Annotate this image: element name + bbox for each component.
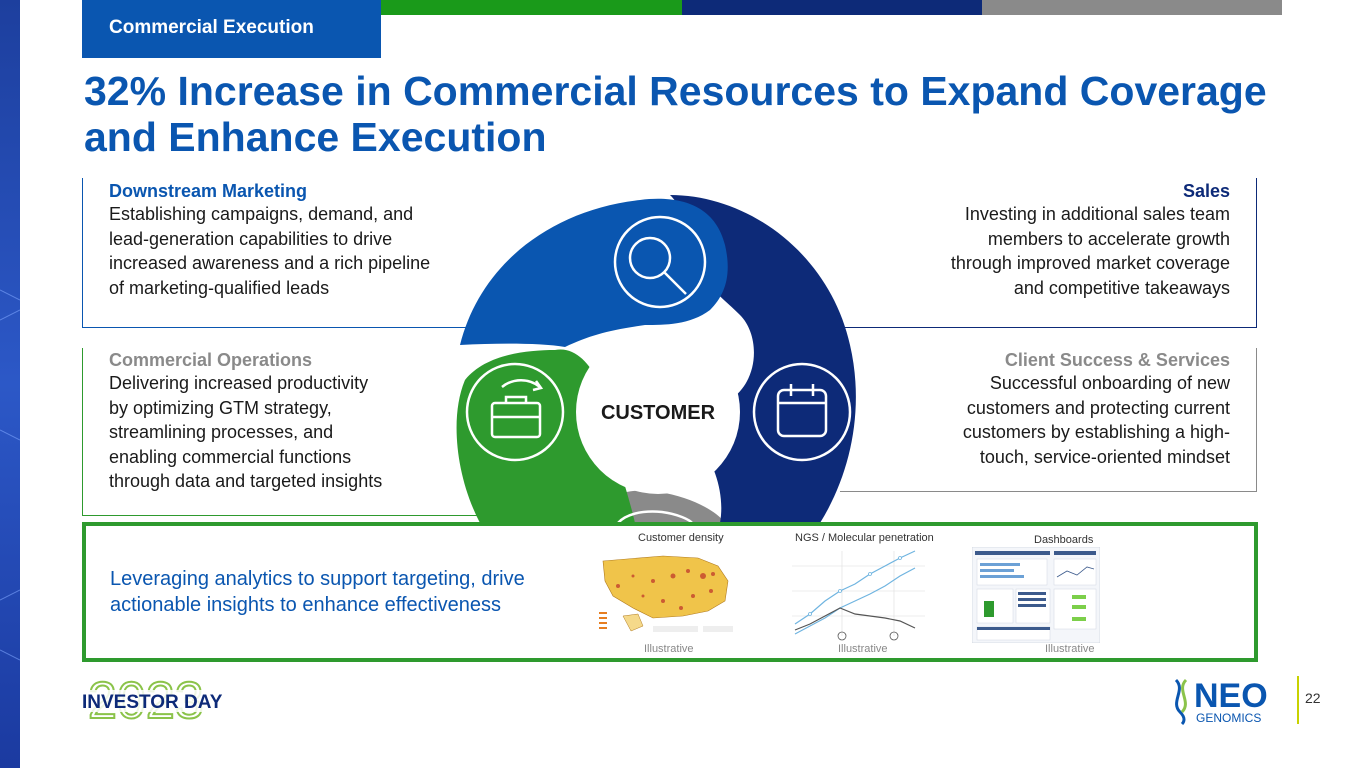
page-title-line2: and Enhance Execution <box>84 114 547 160</box>
commercial-operations-line: enabling commercial functions <box>109 446 352 467</box>
commercial-operations-text: Commercial Operations Delivering increas… <box>109 349 489 494</box>
magnifier-icon <box>613 215 707 309</box>
downstream-marketing-line: of marketing-qualified leads <box>109 277 330 298</box>
page-title: 32% Increase in Commercial Resources to … <box>84 68 1324 160</box>
investor-day-logo: 2023 INVESTOR DAY <box>82 671 223 728</box>
cycle-bottom-icon-arc <box>617 510 694 523</box>
neogenomics-logo: NEO GENOMICS <box>1174 677 1268 726</box>
customer-density-map <box>599 555 733 632</box>
stripe-navy <box>682 0 982 15</box>
client-success-line: customers and protecting current <box>966 397 1230 418</box>
sales-box <box>840 178 1257 328</box>
downstream-marketing-box <box>82 178 522 328</box>
analytics-text: Leveraging analytics to support targetin… <box>110 566 580 618</box>
footer-divider <box>1297 676 1299 724</box>
commercial-operations-line: through data and targeted insights <box>109 471 383 491</box>
commercial-operations-box <box>82 348 522 516</box>
sales-line: and competitive takeaways <box>1013 277 1230 298</box>
downstream-marketing-heading: Downstream Marketing <box>109 181 308 201</box>
thumb-caption-dashboards: Illustrative <box>1045 643 1095 655</box>
neogenomics-logo-neo: NEO <box>1194 677 1268 715</box>
neogenomics-logo-genomics: GENOMICS <box>1196 711 1261 725</box>
sales-line: through improved market coverage <box>950 253 1230 273</box>
sales-line: members to accelerate growth <box>987 228 1230 249</box>
commercial-operations-heading: Commercial Operations <box>109 350 313 370</box>
downstream-marketing-line: lead-generation capabilities to drive <box>109 228 393 249</box>
page-title-line1: 32% Increase in Commercial Resources to … <box>84 68 1267 114</box>
thumb-title-ngs: NGS / Molecular penetration <box>795 532 934 544</box>
cycle-segment-top <box>460 198 728 347</box>
client-success-box <box>840 348 1257 492</box>
analytics-text-line2: actionable insights to enhance effective… <box>110 594 502 616</box>
commercial-operations-line: streamlining processes, and <box>109 422 334 442</box>
thumb-caption-customer-density: Illustrative <box>644 643 694 655</box>
commercial-operations-line: Delivering increased productivity <box>109 373 369 393</box>
page-number: 22 <box>1305 690 1321 706</box>
sales-heading: Sales <box>1182 181 1230 201</box>
downstream-marketing-line: Establishing campaigns, demand, and <box>109 204 414 224</box>
sales-text: Sales Investing in additional sales team… <box>880 180 1230 300</box>
client-success-line: customers by establishing a high- <box>962 422 1230 442</box>
thumb-title-customer-density: Customer density <box>638 532 724 544</box>
calendar-icon <box>752 362 852 462</box>
briefcase-icon <box>465 362 565 462</box>
downstream-marketing-text: Downstream Marketing Establishing campai… <box>109 180 489 300</box>
analytics-box <box>82 522 1258 662</box>
client-success-text: Client Success & Services Successful onb… <box>880 349 1230 469</box>
thumb-caption-ngs: Illustrative <box>838 643 888 655</box>
client-success-heading: Client Success & Services <box>1004 350 1230 370</box>
stripe-gray <box>982 0 1282 15</box>
analytics-text-line1: Leveraging analytics to support targetin… <box>110 568 525 590</box>
ngs-penetration-chart <box>792 550 925 641</box>
investor-day-name: INVESTOR DAY <box>82 692 223 713</box>
left-bar-pattern <box>0 289 20 661</box>
section-tab: Commercial Execution <box>82 0 381 58</box>
cycle-center <box>576 330 740 494</box>
client-success-line: touch, service-oriented mindset <box>979 446 1230 467</box>
thumb-title-dashboards: Dashboards <box>1034 534 1094 546</box>
stripe-green <box>381 0 682 15</box>
downstream-marketing-line: increased awareness and a rich pipeline <box>109 253 431 273</box>
left-accent-bar <box>0 0 20 768</box>
commercial-operations-line: by optimizing GTM strategy, <box>109 397 332 418</box>
dashboards-thumbnail <box>972 547 1100 643</box>
sales-line: Investing in additional sales team <box>964 204 1230 224</box>
cycle-center-label: CUSTOMER <box>601 402 716 424</box>
customer-cycle-diagram: CUSTOMER <box>456 195 856 523</box>
client-success-line: Successful onboarding of new <box>989 373 1230 393</box>
